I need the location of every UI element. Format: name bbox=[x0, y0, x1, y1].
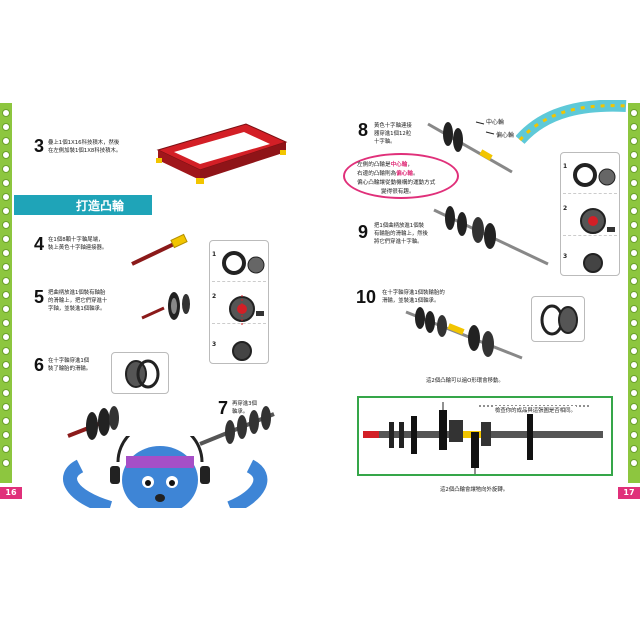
section-banner: 打造凸輪 bbox=[14, 195, 152, 215]
axle-step10-illustration bbox=[405, 307, 523, 360]
step-5-number: 5 bbox=[34, 287, 45, 307]
label-center-wheel: 中心輪 bbox=[486, 119, 505, 126]
step-5-text: 把曲柄放進1個裝有軸胎的滑輪上，把它們穿進十字軸，並裝進1個軸承。 bbox=[48, 290, 108, 312]
cam-explanation-note: 左側的凸輪是中心輪， 右邊的凸輪則為偏心輪。 偏心凸輪讓從動機構的運動方式 變得… bbox=[343, 153, 459, 199]
step-9-text: 把1個曲柄放進1個裝有輪胎的滑輪上，然後將它們穿進十字軸。 bbox=[374, 223, 428, 245]
step-8-number: 8 bbox=[358, 120, 369, 140]
step-3-text: 疊上1個1X16科技積木，然後在左側加裝1個1X8科技積木。 bbox=[48, 140, 122, 154]
tire-wheel-illustration bbox=[125, 359, 160, 389]
axle-step9-illustration bbox=[433, 206, 549, 266]
axle-with-connector-illustration bbox=[131, 233, 188, 266]
parts-callout-tire-right bbox=[531, 296, 585, 342]
callout-number-1: 1 bbox=[212, 251, 217, 258]
step-10-number: 10 bbox=[356, 287, 377, 307]
step-10-text: 在十字軸穿進1個裝輪胎的滑輪，並裝進1個軸承。 bbox=[382, 290, 445, 304]
step-4-text: 在1個8顆十字軸尾端，裝上黃色十字軸連接器。 bbox=[48, 237, 108, 251]
right-border-strip bbox=[628, 103, 640, 483]
step-4-number: 4 bbox=[34, 234, 45, 254]
brick-frame-illustration bbox=[156, 123, 288, 184]
callout-number-3: 3 bbox=[563, 253, 568, 260]
diagram-right-note: 檢查你的成品與這張圖是否相同。 bbox=[495, 406, 576, 414]
octopus-mascot bbox=[63, 436, 268, 508]
parts-callout-tire bbox=[111, 352, 169, 394]
diagram-top-note: 這2個凸輪可以遍O形環會移動。 bbox=[426, 378, 504, 384]
left-border-strip bbox=[0, 103, 12, 483]
step-7-text: 再穿進3個軸承。 bbox=[232, 401, 257, 415]
final-check-diagram: 檢查你的成品與這張圖是否相同。 bbox=[357, 396, 613, 476]
step-8-text: 黃色十字軸連接器穿進1個12粒十字軸。 bbox=[374, 123, 412, 145]
parts-callout-left: 1 2 3 bbox=[209, 240, 269, 364]
step-7-number: 7 bbox=[218, 398, 229, 418]
right-page-number: 17 bbox=[618, 487, 640, 499]
tentacle-decoration bbox=[516, 100, 627, 145]
step-6-number: 6 bbox=[34, 355, 45, 375]
callout-wheels-illustration bbox=[573, 163, 616, 273]
final-assembly-illustration bbox=[363, 402, 603, 474]
axle-step8-illustration bbox=[427, 121, 513, 174]
callout-number-2: 2 bbox=[212, 293, 217, 300]
diagram-bottom-note: 這2個凸輪會讓牠向外旋轉。 bbox=[440, 487, 509, 493]
step-9-number: 9 bbox=[358, 222, 369, 242]
step-3-number: 3 bbox=[34, 136, 45, 156]
tire-wheel-illustration bbox=[540, 304, 578, 336]
callout-wheels-illustration bbox=[222, 251, 265, 361]
callout-number-3: 3 bbox=[212, 341, 217, 348]
label-eccentric-wheel: 偏心輪 bbox=[496, 132, 515, 139]
left-page-number: 16 bbox=[0, 487, 22, 499]
callout-number-1: 1 bbox=[563, 163, 568, 170]
step-6-text: 在十字軸穿進1個裝了輪胎的滑輪。 bbox=[48, 358, 92, 372]
pulley-assembly-illustration bbox=[141, 292, 190, 320]
axle-with-bushings-illustration bbox=[199, 406, 275, 446]
axle-with-wheel-illustration bbox=[67, 406, 119, 440]
section-title: 打造凸輪 bbox=[76, 199, 125, 213]
callout-number-2: 2 bbox=[563, 205, 568, 212]
parts-callout-right: 1 2 3 bbox=[560, 152, 620, 276]
